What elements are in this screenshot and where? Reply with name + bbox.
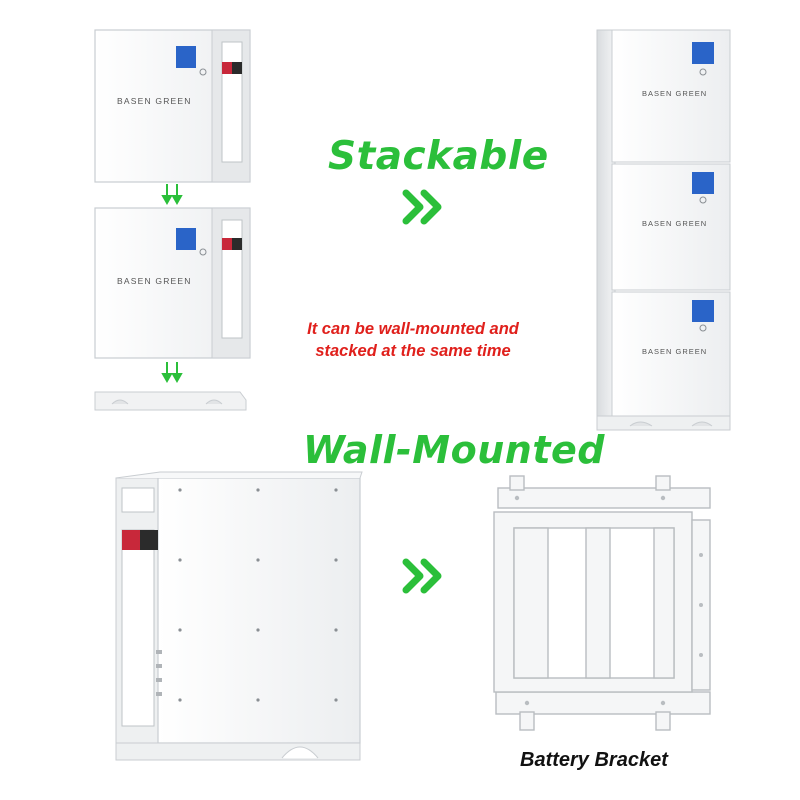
wall-mounted-heading: Wall-Mounted: [303, 428, 605, 472]
stackable-heading: Stackable: [328, 134, 549, 179]
battery-module-middle: BASEN GREEN: [94, 207, 251, 359]
double-chevron-right-icon: [402, 189, 442, 225]
arrow-down-icon: [161, 184, 183, 206]
arrow-down-icon: [161, 362, 183, 384]
battery-module-top: BASEN GREEN: [94, 29, 251, 183]
brand-logo: BASEN GREEN: [117, 96, 192, 106]
battery-bracket-label: Battery Bracket: [520, 749, 668, 771]
svg-text:BASEN GREEN: BASEN GREEN: [642, 219, 707, 228]
battery-bracket-image: [493, 475, 711, 731]
note-line-1: It can be wall-mounted and: [307, 320, 519, 338]
display-screen: [176, 46, 196, 68]
svg-text:BASEN GREEN: BASEN GREEN: [642, 89, 707, 98]
wall-mounted-battery: [115, 471, 363, 761]
battery-base: [94, 391, 247, 411]
double-chevron-right-icon: [402, 558, 442, 594]
note-line-2: stacked at the same time: [315, 342, 511, 360]
display-screen: [176, 228, 196, 250]
brand-logo: BASEN GREEN: [117, 276, 192, 286]
mounting-note: It can be wall-mounted and stacked at th…: [258, 318, 568, 362]
svg-text:BASEN GREEN: BASEN GREEN: [642, 347, 707, 356]
stacked-battery-tower: BASEN GREEN BASEN GREEN BASEN GREEN: [596, 29, 731, 431]
